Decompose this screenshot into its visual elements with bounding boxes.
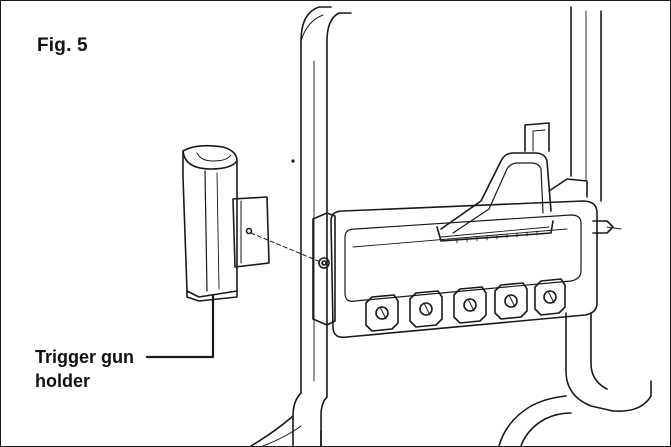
- assembly-line: [250, 232, 324, 264]
- hose-port: [534, 278, 566, 316]
- callout-line-1: Trigger gun: [35, 347, 134, 367]
- callout-line-2: holder: [35, 371, 91, 391]
- hose-port: [409, 290, 443, 328]
- left-frame-tube: [250, 6, 352, 446]
- trigger-gun-holder: [182, 144, 270, 302]
- callout-leader-line: [145, 293, 215, 359]
- callout-label: Trigger gun holder: [35, 345, 134, 393]
- hose-ports: [365, 278, 566, 332]
- right-frame-tube: [498, 6, 652, 446]
- cradle: [436, 122, 588, 244]
- hose-port: [453, 286, 487, 324]
- bracket-panel: [312, 200, 622, 339]
- hose-port: [365, 294, 399, 332]
- figure-label: Fig. 5: [37, 35, 88, 56]
- hose-port: [494, 282, 528, 320]
